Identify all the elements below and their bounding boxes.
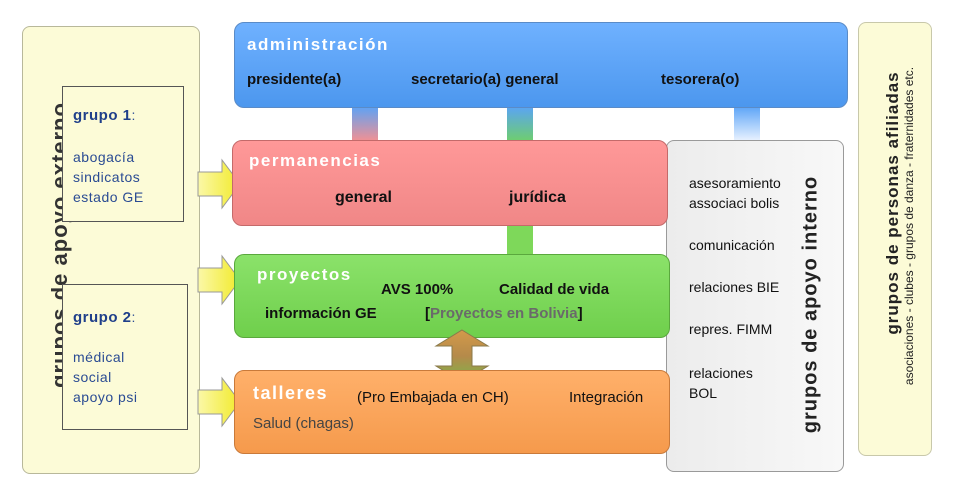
internal-item: relaciones (689, 365, 753, 381)
proyectos-bolivia: [Proyectos en Bolivia] (425, 305, 583, 322)
talleres-item: (Pro Embajada en CH) (357, 389, 509, 406)
permanencias-item: jurídica (509, 189, 566, 206)
internal-item: associaci bolis (689, 195, 780, 211)
admin-role: secretario(a) general (411, 71, 559, 88)
internal-item: repres. FIMM (689, 321, 773, 337)
arrow-to-proyectos-icon (197, 254, 241, 306)
internal-item: BOL (689, 385, 718, 401)
admin-connector-1 (352, 106, 378, 142)
arrows-svg (197, 158, 241, 428)
administracion-title: administración (247, 35, 389, 54)
talleres-box: talleres (Pro Embajada en CH) Integració… (234, 370, 670, 454)
group-1-card: grupo 1: abogacía sindicatos estado GE (62, 86, 184, 222)
internal-panel-title: grupos de apoyo interno (799, 175, 822, 434)
permanencias-box: permanencias general jurídica (232, 140, 668, 226)
admin-connector-2 (507, 106, 533, 142)
group-1-item: sindicatos (73, 169, 141, 185)
admin-role: presidente(a) (247, 71, 342, 88)
proyectos-bolivia-label: Proyectos en Bolivia (430, 305, 578, 322)
group-2-card: grupo 2: médical social apoyo psi (62, 284, 188, 430)
internal-item: asesoramiento (689, 175, 781, 191)
talleres-item: Salud (chagas) (253, 415, 354, 432)
proyectos-item: información GE (265, 305, 377, 322)
internal-item: comunicación (689, 237, 775, 253)
admin-role: tesorera(o) (661, 71, 740, 88)
group-2-item: médical (73, 349, 125, 365)
group-1-item: abogacía (73, 149, 135, 165)
group-1-item: estado GE (73, 189, 144, 205)
affiliated-subtitle: asociaciones - clubes - grupos de danza … (902, 66, 916, 386)
group-2-item: social (73, 369, 112, 385)
proyectos-box: proyectos AVS 100% Calidad de vida infor… (234, 254, 670, 338)
permanencias-title: permanencias (249, 151, 382, 170)
group-1-title: grupo 1 (73, 107, 132, 124)
perm-proy-connector (507, 224, 533, 256)
group-2-item: apoyo psi (73, 389, 138, 405)
talleres-title: talleres (253, 383, 329, 403)
permanencias-item: general (335, 189, 392, 206)
proyectos-item: Calidad de vida (499, 281, 610, 298)
arrow-to-talleres-icon (197, 376, 241, 428)
affiliated-title: grupos de personas afiliadas (883, 71, 902, 335)
group-2-title: grupo 2 (73, 309, 132, 326)
administracion-box: administración presidente(a) secretario(… (234, 22, 848, 108)
arrow-to-permanencias-icon (197, 158, 241, 210)
talleres-item: Integración (569, 389, 644, 406)
internal-support-panel: asesoramiento associaci bolis comunicaci… (666, 140, 844, 472)
internal-item: relaciones BIE (689, 279, 780, 295)
affiliated-groups-panel: grupos de personas afiliadas asociacione… (858, 22, 932, 456)
admin-connector-3 (734, 106, 760, 142)
proyectos-title: proyectos (257, 265, 352, 284)
proyectos-item: AVS 100% (381, 281, 454, 298)
